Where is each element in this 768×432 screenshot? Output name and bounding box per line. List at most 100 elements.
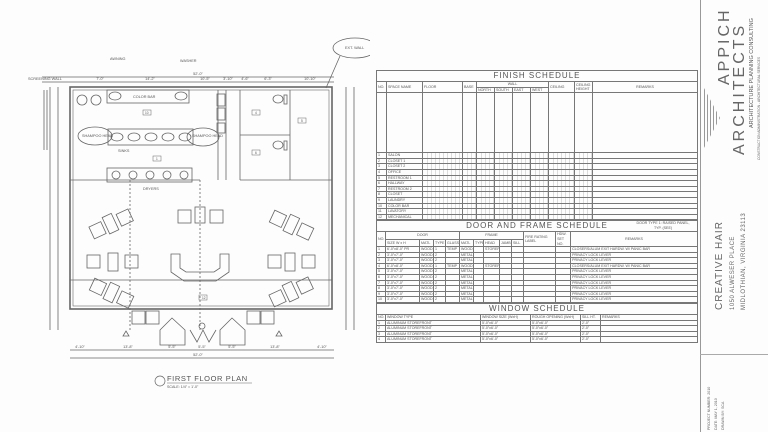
door-cell: TEMP bbox=[444, 262, 461, 270]
door-cell: 10 bbox=[376, 296, 386, 303]
window-cell bbox=[600, 336, 698, 343]
door-cell bbox=[511, 268, 525, 276]
room-tag: 5 bbox=[301, 119, 303, 123]
door-cell: 2 bbox=[433, 296, 446, 303]
window-cell bbox=[600, 319, 698, 327]
col-header: MATL bbox=[419, 238, 434, 248]
finish-material-cell bbox=[462, 92, 477, 154]
col-header: BASE bbox=[462, 80, 477, 94]
door-cell: PRIVACY LOCK LEVER bbox=[570, 257, 698, 264]
door-cell: PRIVACY LOCK LEVER bbox=[570, 274, 698, 281]
col-header: NO. bbox=[376, 80, 387, 94]
dim-top: 6'-3" bbox=[264, 77, 272, 81]
window-cell: 5'-0"x6'-0" bbox=[530, 336, 581, 343]
col-group-header: FRAME bbox=[459, 231, 525, 240]
door-cell bbox=[511, 251, 525, 259]
finish-cell bbox=[529, 213, 550, 221]
window-cell: ALUMINUM STOREFRONT bbox=[385, 336, 481, 343]
overall-width-dim: 52'-0" bbox=[193, 72, 203, 76]
door-cell: WOOD bbox=[419, 257, 434, 264]
door-cell: CLOSERS/ALUM EXIT HARDW. W/ PANIC BAR bbox=[570, 262, 698, 270]
door-cell: STOREFRONT bbox=[483, 246, 501, 253]
shampoo-note: SHAMPOO HEAD bbox=[82, 134, 113, 138]
bottom-overall-dim: 52'-0" bbox=[193, 353, 203, 357]
finish-material-cell bbox=[476, 92, 495, 154]
door-cell: WOOD bbox=[419, 262, 434, 270]
door-cell: METAL bbox=[459, 285, 475, 292]
finish-cell bbox=[422, 213, 463, 221]
door-cell bbox=[444, 285, 461, 292]
door-cell: PRIVACY LOCK LEVER bbox=[570, 290, 698, 298]
door-cell bbox=[444, 251, 461, 259]
door-cell bbox=[444, 268, 461, 276]
door-cell: WOOD bbox=[419, 290, 434, 298]
door-cell bbox=[555, 296, 572, 303]
door-cell: WOOD bbox=[419, 274, 434, 281]
space-name: MECHANICAL bbox=[386, 213, 423, 221]
firm-name-line2: ARCHITECTS bbox=[731, 22, 748, 155]
col-header: FIRE RATING LABEL bbox=[523, 231, 557, 248]
finish-cell bbox=[462, 213, 477, 221]
col-header: REMARKS bbox=[570, 231, 698, 248]
door-cell: WOOD bbox=[419, 268, 434, 276]
title-block-divider bbox=[700, 354, 768, 355]
door-cell bbox=[555, 262, 572, 270]
finish-material-cell bbox=[494, 92, 513, 154]
door-cell bbox=[444, 296, 461, 303]
door-cell: WOOD bbox=[419, 279, 434, 287]
dim-top: 14'-2" bbox=[145, 77, 155, 81]
door-cell: PRIVACY LOCK LEVER bbox=[570, 285, 698, 292]
window-cell: 4 bbox=[376, 336, 386, 343]
finish-cell bbox=[512, 213, 531, 221]
finish-material-cell bbox=[422, 92, 463, 154]
door-cell bbox=[444, 257, 461, 264]
door-cell: METAL bbox=[459, 251, 475, 259]
door-cell bbox=[444, 290, 461, 298]
col-header: CEILING bbox=[548, 80, 576, 94]
washer-note: WASHER bbox=[180, 59, 197, 63]
window-cell bbox=[600, 325, 698, 332]
door-cell: WOOD bbox=[419, 246, 434, 253]
finish-material-cell bbox=[529, 92, 550, 154]
door-cell: METAL bbox=[459, 296, 475, 303]
dim-bottom: 4'-10" bbox=[317, 345, 327, 349]
col-header: SILL bbox=[511, 238, 525, 248]
door-cell: WOOD bbox=[459, 262, 475, 270]
plan-scale: SCALE: 1/4" = 1'-0" bbox=[167, 385, 199, 389]
finish-material-cell bbox=[386, 92, 423, 154]
col-header: MATL bbox=[459, 238, 475, 248]
firm-address: CONSTRUCTION ADMINISTRATION - ARCHITECTU… bbox=[757, 56, 761, 160]
floor-plan: 52'-0" 7'-0" 14'-2" 10'-5" 3'-10" 4'-6" … bbox=[28, 37, 370, 389]
door-cell bbox=[511, 279, 525, 287]
room-tag: 12 bbox=[202, 296, 206, 300]
window-cell bbox=[600, 330, 698, 338]
finish-material-cell bbox=[376, 92, 387, 154]
window-cell: 2'-0" bbox=[580, 336, 601, 343]
col-header: NO. bbox=[376, 314, 386, 321]
dim-top: 10'-5" bbox=[200, 77, 210, 81]
door-cell bbox=[555, 290, 572, 298]
door-cell bbox=[511, 274, 525, 281]
door-schedule-title: DOOR AND FRAME SCHEDULE DOOR TYPE 1: RAI… bbox=[376, 220, 698, 232]
finish-cell bbox=[574, 213, 594, 221]
room-tag: 1 bbox=[156, 157, 158, 161]
col-header: ROUGH OPENING (WxH) bbox=[530, 314, 581, 321]
door-cell: METAL bbox=[459, 279, 475, 287]
schedules-panel: FINISH SCHEDULE NO. SPACE NAME FLOOR BAS… bbox=[376, 70, 698, 343]
exterior-walls bbox=[69, 86, 333, 310]
dim-top: 7'-0" bbox=[96, 77, 104, 81]
door-cell bbox=[499, 296, 513, 303]
door-cell bbox=[555, 279, 572, 287]
door-cell: PRIVACY LOCK LEVER bbox=[570, 279, 698, 287]
finish-material-cell bbox=[574, 92, 594, 154]
window-cell: 5'-0"x6'-0" bbox=[480, 336, 531, 343]
dim-bottom: 4'-10" bbox=[75, 345, 85, 349]
